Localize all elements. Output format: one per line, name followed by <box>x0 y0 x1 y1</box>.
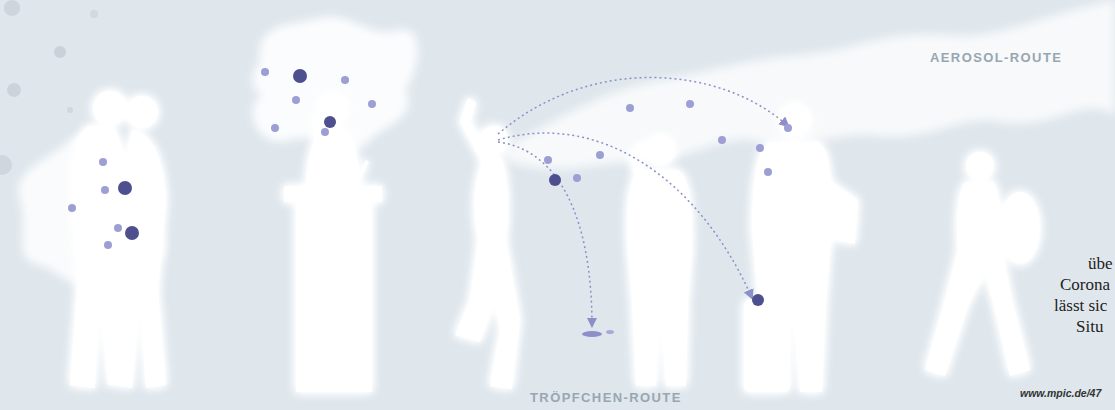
bg-dot <box>67 107 73 113</box>
suitcase <box>744 300 790 392</box>
bg-dot <box>90 10 98 18</box>
person-head <box>126 96 158 128</box>
particle <box>114 224 122 232</box>
bg-dot <box>0 155 12 175</box>
source-url: www.mpic.de/47 <box>1020 387 1101 400</box>
particle <box>324 116 336 128</box>
particle <box>752 294 764 306</box>
droplet-paths <box>498 77 788 326</box>
particle <box>573 174 581 182</box>
microphone <box>352 160 369 188</box>
particle <box>784 124 792 132</box>
person-arm <box>630 142 646 182</box>
person-head <box>645 135 675 165</box>
particle <box>549 174 561 186</box>
particle <box>764 168 772 176</box>
particle <box>341 76 349 84</box>
particle <box>292 96 300 104</box>
trajectory-arrow <box>498 77 788 134</box>
particle <box>101 186 109 194</box>
body-text: übe <box>1088 254 1113 274</box>
suitcase-handle <box>764 262 769 302</box>
particle <box>293 69 307 83</box>
particle <box>321 128 329 136</box>
floor-droplet <box>582 331 602 337</box>
body-text: Situ <box>1076 317 1103 337</box>
particle <box>368 100 376 108</box>
backpack <box>1000 192 1040 264</box>
bg-dot <box>4 0 20 16</box>
particle <box>756 144 764 152</box>
route-label: AEROSOL-ROUTE <box>930 50 1062 66</box>
person-silhouette <box>116 130 166 388</box>
bg-dot <box>7 83 21 97</box>
particle <box>118 181 132 195</box>
particles <box>68 68 792 306</box>
particle <box>104 241 112 249</box>
particle <box>125 226 139 240</box>
body-text: Corona <box>1060 275 1110 295</box>
person-arm <box>460 98 492 162</box>
bg-dot <box>54 46 66 58</box>
floor-droplet <box>606 330 614 334</box>
trajectory-arrow <box>498 142 592 326</box>
person-silhouette <box>455 155 520 389</box>
person-silhouette <box>627 170 692 386</box>
podium <box>284 186 382 392</box>
particle <box>261 68 269 76</box>
particle <box>626 104 634 112</box>
body-text: lässt sic <box>1054 296 1107 316</box>
particle <box>686 100 694 108</box>
person-silhouette <box>306 124 360 188</box>
particle <box>68 204 76 212</box>
particle <box>718 136 726 144</box>
person-head <box>93 91 127 125</box>
people-silhouettes <box>70 91 1040 392</box>
shoulder-bag <box>828 180 858 244</box>
person-head <box>779 104 811 136</box>
particle <box>271 124 279 132</box>
person-head <box>966 152 994 180</box>
particle <box>596 151 604 159</box>
particle <box>544 156 552 164</box>
route-label: TRÖPFCHEN-ROUTE <box>530 390 682 406</box>
particle <box>99 158 107 166</box>
